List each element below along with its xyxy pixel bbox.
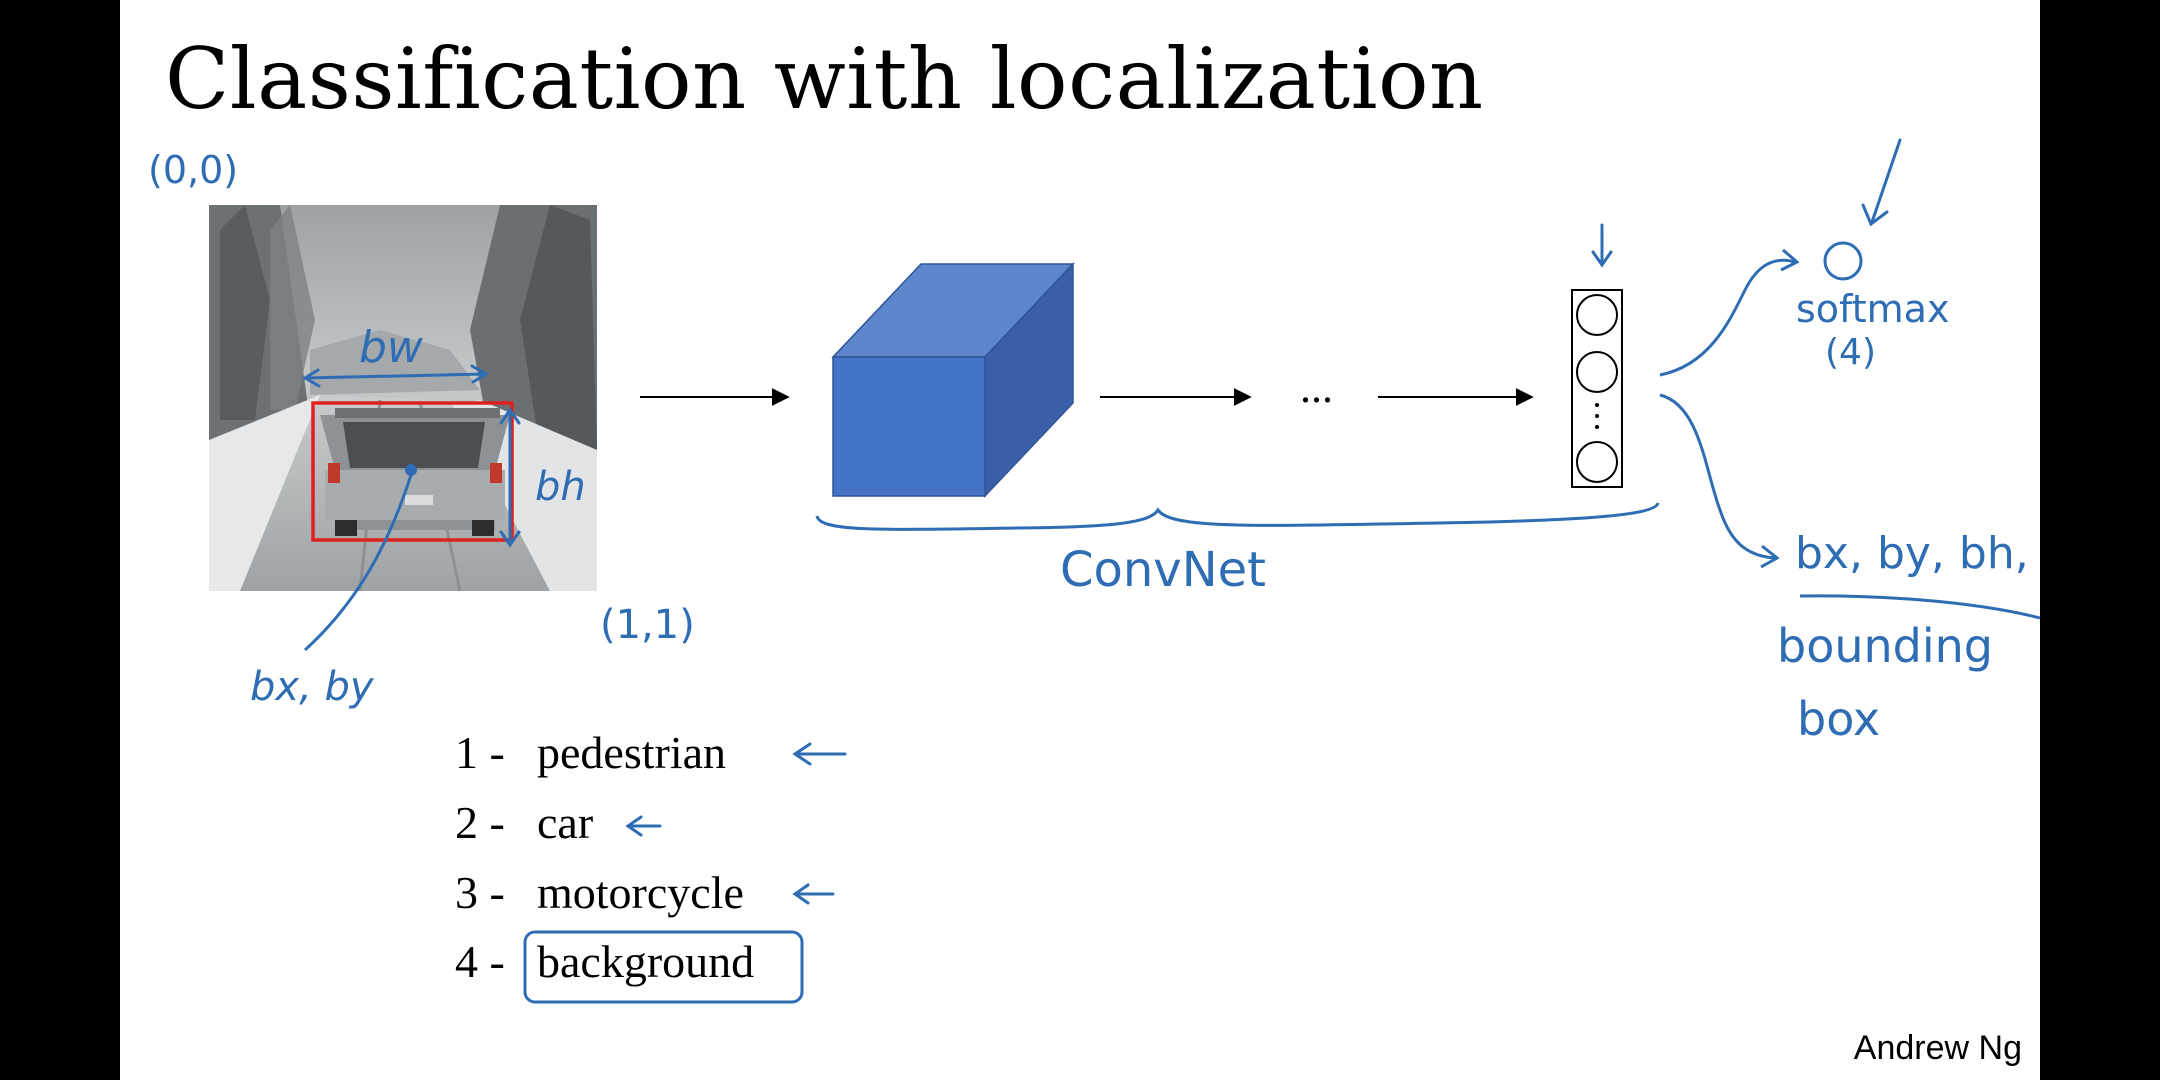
class-number: 2 - xyxy=(455,797,505,848)
softmax-pointer-arrow xyxy=(1861,138,1902,227)
softmax-unit xyxy=(1823,241,1863,281)
class-arrows xyxy=(625,742,847,905)
center-pointer-line xyxy=(303,474,413,652)
diagram-canvas: bw bh bx, by (0,0) (1,1) ... xyxy=(148,138,2040,1004)
softmax-label: softmax xyxy=(1796,287,1949,331)
class-label: car xyxy=(537,797,594,848)
class-label: background xyxy=(537,936,755,987)
softmax-branch-head xyxy=(1780,248,1800,272)
softmax-count-label: (4) xyxy=(1825,332,1876,373)
softmax-branch xyxy=(1659,258,1796,377)
bh-label: bh xyxy=(535,464,586,510)
center-point xyxy=(405,464,417,476)
class-item-pedestrian: 1 - pedestrian xyxy=(455,726,726,779)
snowy-road-car-photo xyxy=(209,205,597,592)
fc-pointer-arrow xyxy=(1591,223,1613,268)
class-number: 4 - xyxy=(455,936,505,987)
bbox-branch xyxy=(1659,393,1776,560)
bw-label: bw xyxy=(359,322,424,373)
origin-label: (0,0) xyxy=(148,148,238,192)
class-arrow-pedestrian xyxy=(792,742,847,766)
bbox-label-bounding: bounding xyxy=(1777,619,1993,673)
class-item-background: 4 - background xyxy=(455,935,754,988)
bounding-box-red xyxy=(311,401,514,542)
class-arrow-motorcycle xyxy=(792,883,835,905)
convnet-brace xyxy=(815,502,1660,531)
class-item-motorcycle: 3 - motorcycle xyxy=(455,866,744,919)
slide-title: Classification with localization xyxy=(165,30,1484,128)
corner-label: (1,1) xyxy=(600,602,695,648)
class-item-car: 2 - car xyxy=(455,796,593,849)
class-number: 3 - xyxy=(455,867,505,918)
class-number: 1 - xyxy=(455,727,505,778)
ellipsis-label: ... xyxy=(1300,363,1333,412)
bbox-params-label: bx, by, bh, bw xyxy=(1795,528,2040,579)
convnet-label: ConvNet xyxy=(1060,542,1266,598)
author-credit: Andrew Ng xyxy=(1853,1029,2022,1067)
background-class-circle xyxy=(523,930,804,1004)
bw-annotation xyxy=(302,364,489,388)
conv-volume-cube xyxy=(831,262,1075,498)
bbox-label-box: box xyxy=(1797,692,1880,746)
slide: Classification with localization xyxy=(120,0,2040,1080)
bx-by-label: bx, by xyxy=(250,664,375,710)
fc-layer xyxy=(1571,289,1623,488)
class-label: pedestrian xyxy=(537,727,727,778)
bbox-branch-head xyxy=(1760,544,1780,569)
class-label: motorcycle xyxy=(537,867,744,918)
class-arrow-car xyxy=(625,815,662,837)
bbox-underline xyxy=(1799,594,2040,620)
bh-annotation xyxy=(499,407,521,548)
